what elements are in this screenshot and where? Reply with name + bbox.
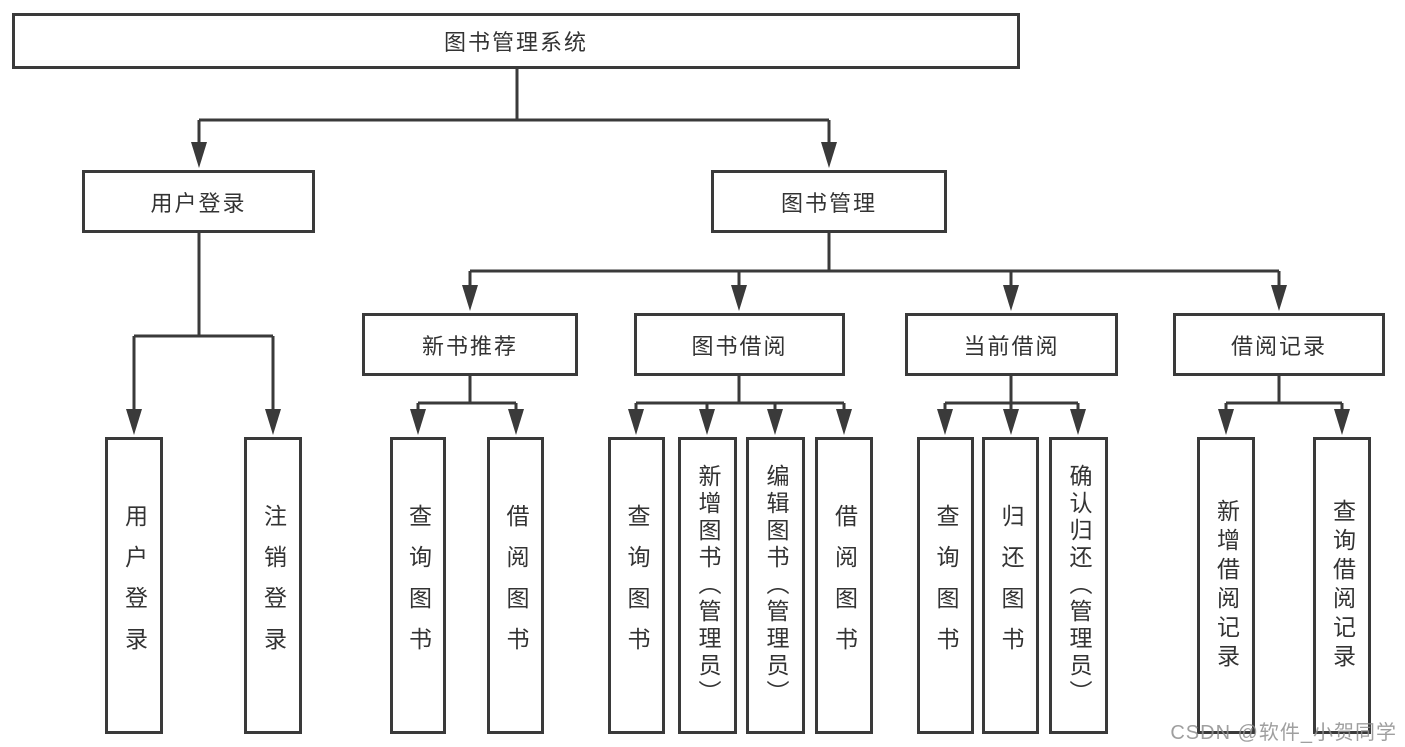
leaf-borrowing-query: 查询图书 — [608, 437, 665, 734]
node-new-books-label: 新书推荐 — [421, 333, 518, 359]
leaf-newbooks-query-label: 查询图书 — [405, 503, 432, 668]
leaf-newbooks-query: 查询图书 — [390, 437, 446, 734]
node-borrow-records: 借阅记录 — [1173, 313, 1385, 376]
leaf-current-return-label: 归还图书 — [998, 503, 1024, 668]
node-user-login: 用户登录 — [82, 170, 315, 233]
node-new-books: 新书推荐 — [362, 313, 578, 376]
node-borrowing: 图书借阅 — [634, 313, 845, 376]
node-current-borrow: 当前借阅 — [905, 313, 1118, 376]
leaf-current-query: 查询图书 — [917, 437, 974, 734]
leaf-logout: 注销登录 — [244, 437, 302, 734]
leaf-current-confirm: 确认归还（管理员） — [1049, 437, 1108, 734]
leaf-borrowing-borrow-label: 借阅图书 — [831, 503, 858, 668]
leaf-logout-label: 注销登录 — [260, 503, 287, 668]
leaf-borrowing-add-label: 新增图书（管理员） — [695, 464, 721, 707]
leaf-current-confirm-label: 确认归还（管理员） — [1066, 464, 1092, 707]
leaf-borrowing-borrow: 借阅图书 — [815, 437, 873, 734]
node-book-management: 图书管理 — [711, 170, 947, 233]
node-book-management-label: 图书管理 — [780, 190, 877, 216]
leaf-borrowing-edit-label: 编辑图书（管理员） — [763, 464, 789, 707]
leaf-current-return: 归还图书 — [982, 437, 1039, 734]
leaf-newbooks-borrow: 借阅图书 — [487, 437, 544, 734]
leaf-records-add-label: 新增借阅记录 — [1213, 498, 1240, 673]
leaf-borrowing-edit: 编辑图书（管理员） — [746, 437, 805, 734]
leaf-records-query: 查询借阅记录 — [1313, 437, 1371, 734]
node-borrow-records-label: 借阅记录 — [1230, 333, 1327, 359]
leaf-newbooks-borrow-label: 借阅图书 — [503, 503, 529, 668]
csdn-watermark: CSDN @软件_小贺同学 — [1170, 722, 1397, 744]
node-root: 图书管理系统 — [12, 13, 1020, 69]
node-borrowing-label: 图书借阅 — [691, 333, 788, 359]
node-current-borrow-label: 当前借阅 — [963, 333, 1060, 359]
leaf-user-login: 用户登录 — [105, 437, 163, 734]
leaf-borrowing-query-label: 查询图书 — [624, 503, 650, 668]
leaf-user-login-label: 用户登录 — [121, 503, 148, 668]
arrowheads — [126, 142, 1350, 435]
leaf-borrowing-add: 新增图书（管理员） — [678, 437, 737, 734]
node-user-login-label: 用户登录 — [150, 190, 247, 216]
leaf-records-query-label: 查询借阅记录 — [1329, 498, 1356, 673]
leaf-current-query-label: 查询图书 — [933, 503, 959, 668]
node-root-label: 图书管理系统 — [443, 30, 588, 55]
leaf-records-add: 新增借阅记录 — [1197, 437, 1255, 734]
